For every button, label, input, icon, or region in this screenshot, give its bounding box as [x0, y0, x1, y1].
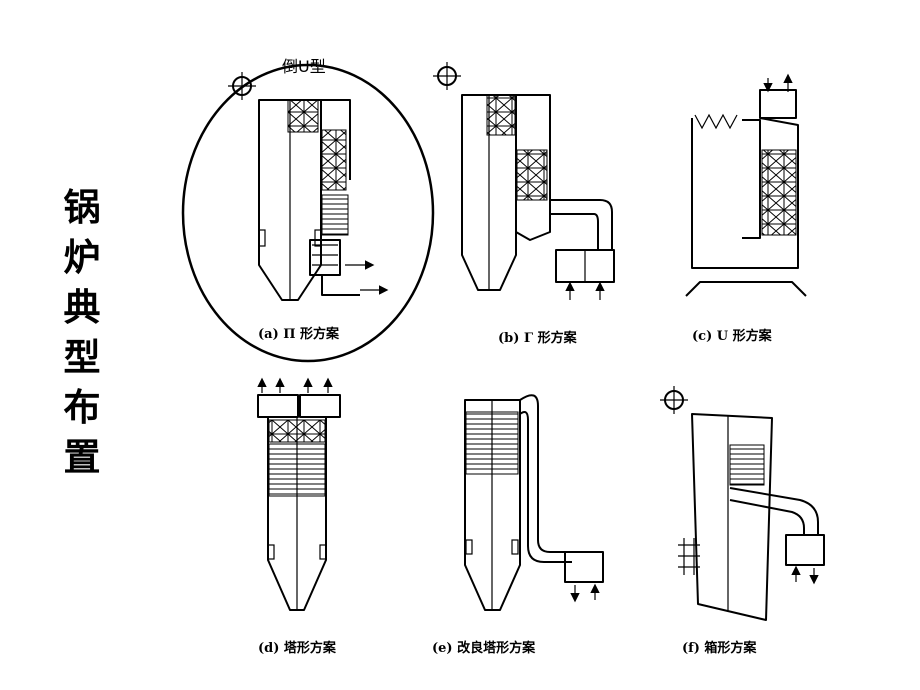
diagram-c-u-type: (c) U 形方案: [685, 73, 807, 344]
caption-e: (e) 改良塔形方案: [432, 640, 536, 656]
title-char-5: 布: [63, 386, 101, 429]
crosshair-symbol-f: [660, 386, 688, 414]
diagram-f-box-type: (f) 箱形方案: [660, 386, 825, 656]
title-char-1: 锅: [63, 186, 101, 229]
crosshair-symbol-b: [433, 62, 461, 90]
annotation-inverted-u: 倒U型: [282, 57, 326, 76]
caption-f: (f) 箱形方案: [682, 640, 757, 656]
crosshair-symbol-a: [228, 72, 256, 100]
title-char-6: 置: [63, 436, 101, 479]
diagram-d-tower-type: (d) 塔形方案: [257, 377, 341, 656]
caption-c: (c) U 形方案: [692, 328, 773, 344]
title-char-4: 型: [63, 336, 101, 379]
slide-title: 锅 炉 典 型 布 置: [52, 183, 112, 483]
title-char-2: 炉: [63, 236, 101, 279]
title-char-3: 典: [63, 286, 101, 329]
diagram-b-gamma-type: (b) Γ 形方案: [433, 62, 615, 346]
highlight-ellipse: [181, 63, 435, 363]
caption-d: (d) 塔形方案: [258, 640, 337, 656]
diagram-e-improved-tower-type: (e) 改良塔形方案: [432, 394, 604, 656]
diagram-a-pi-type: 倒U型 (a) Π 形方案: [181, 57, 435, 363]
caption-b: (b) Γ 形方案: [498, 330, 578, 346]
caption-a: (a) Π 形方案: [258, 326, 340, 342]
